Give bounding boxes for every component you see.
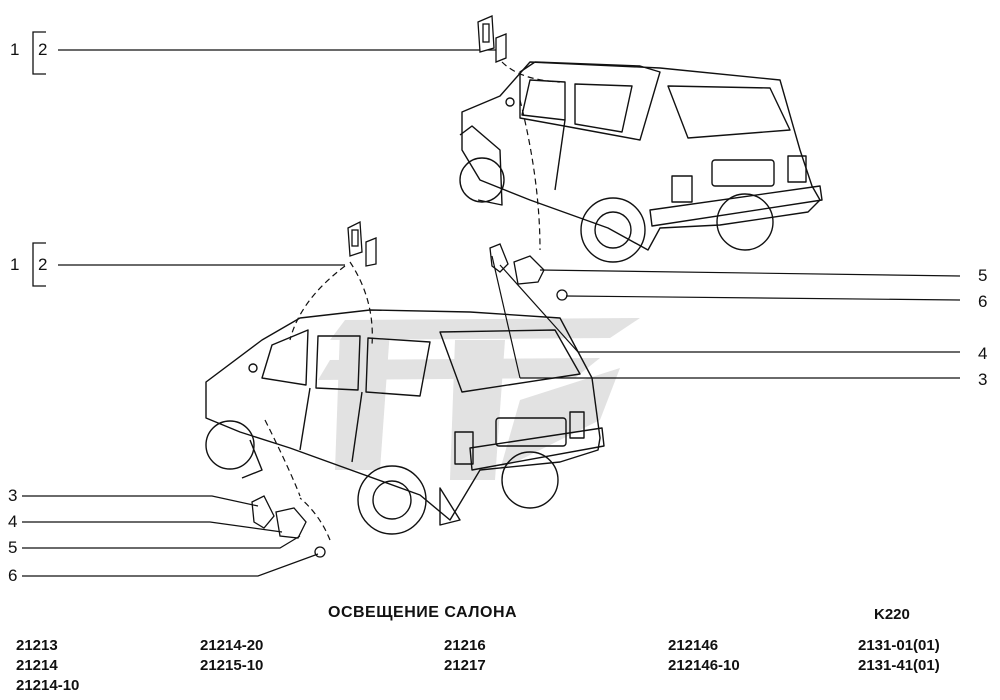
model-column-1: 21213 21214 21214-10 (16, 636, 79, 696)
assembly-lines (264, 61, 561, 541)
callout-1-middle: 1 (10, 255, 20, 274)
lamp-parts-middle (347, 220, 377, 267)
model-column-4: 212146 212146-10 (668, 636, 740, 676)
model-code: 21214-10 (16, 677, 80, 694)
callout-6-right: 6 (978, 292, 988, 311)
bracket-top (32, 31, 500, 75)
lamp-parts-top (477, 15, 507, 63)
model-column-5: 2131-01(01) 2131-41(01) (858, 636, 940, 676)
car-bottom (205, 309, 605, 535)
callout-6-left: 6 (8, 566, 18, 585)
watermark-logo (318, 318, 640, 480)
model-code: 21216 (444, 637, 486, 654)
callout-5-left: 5 (8, 538, 18, 557)
model-code: 21214 (16, 657, 58, 674)
model-code: 21214-20 (200, 637, 264, 654)
diagram-code: K220 (874, 606, 910, 623)
callout-5-right: 5 (978, 266, 988, 285)
switch-parts-right (489, 243, 568, 301)
car-top (459, 61, 823, 263)
leader-lines (22, 255, 961, 577)
model-code: 21213 (16, 637, 58, 654)
model-code: 2131-01(01) (858, 637, 940, 654)
model-column-3: 21216 21217 (444, 636, 486, 676)
callout-3-left: 3 (8, 486, 18, 505)
model-column-2: 21214-20 21215-10 (200, 636, 263, 676)
callout-2-top: 2 (38, 40, 48, 59)
callout-2-middle: 2 (38, 255, 48, 274)
callout-4-right: 4 (978, 344, 988, 363)
model-code: 2131-41(01) (858, 657, 940, 674)
model-code: 212146-10 (668, 657, 740, 674)
callout-1-top: 1 (10, 40, 20, 59)
model-code: 212146 (668, 637, 719, 654)
diagram-title: ОСВЕЩЕНИЕ САЛОНА (328, 604, 518, 621)
switch-parts-left (251, 495, 326, 558)
model-code: 21215-10 (200, 657, 264, 674)
callout-3-right: 3 (978, 370, 988, 389)
model-code: 21217 (444, 657, 486, 674)
bracket-middle (32, 242, 345, 287)
callout-4-left: 4 (8, 512, 18, 531)
